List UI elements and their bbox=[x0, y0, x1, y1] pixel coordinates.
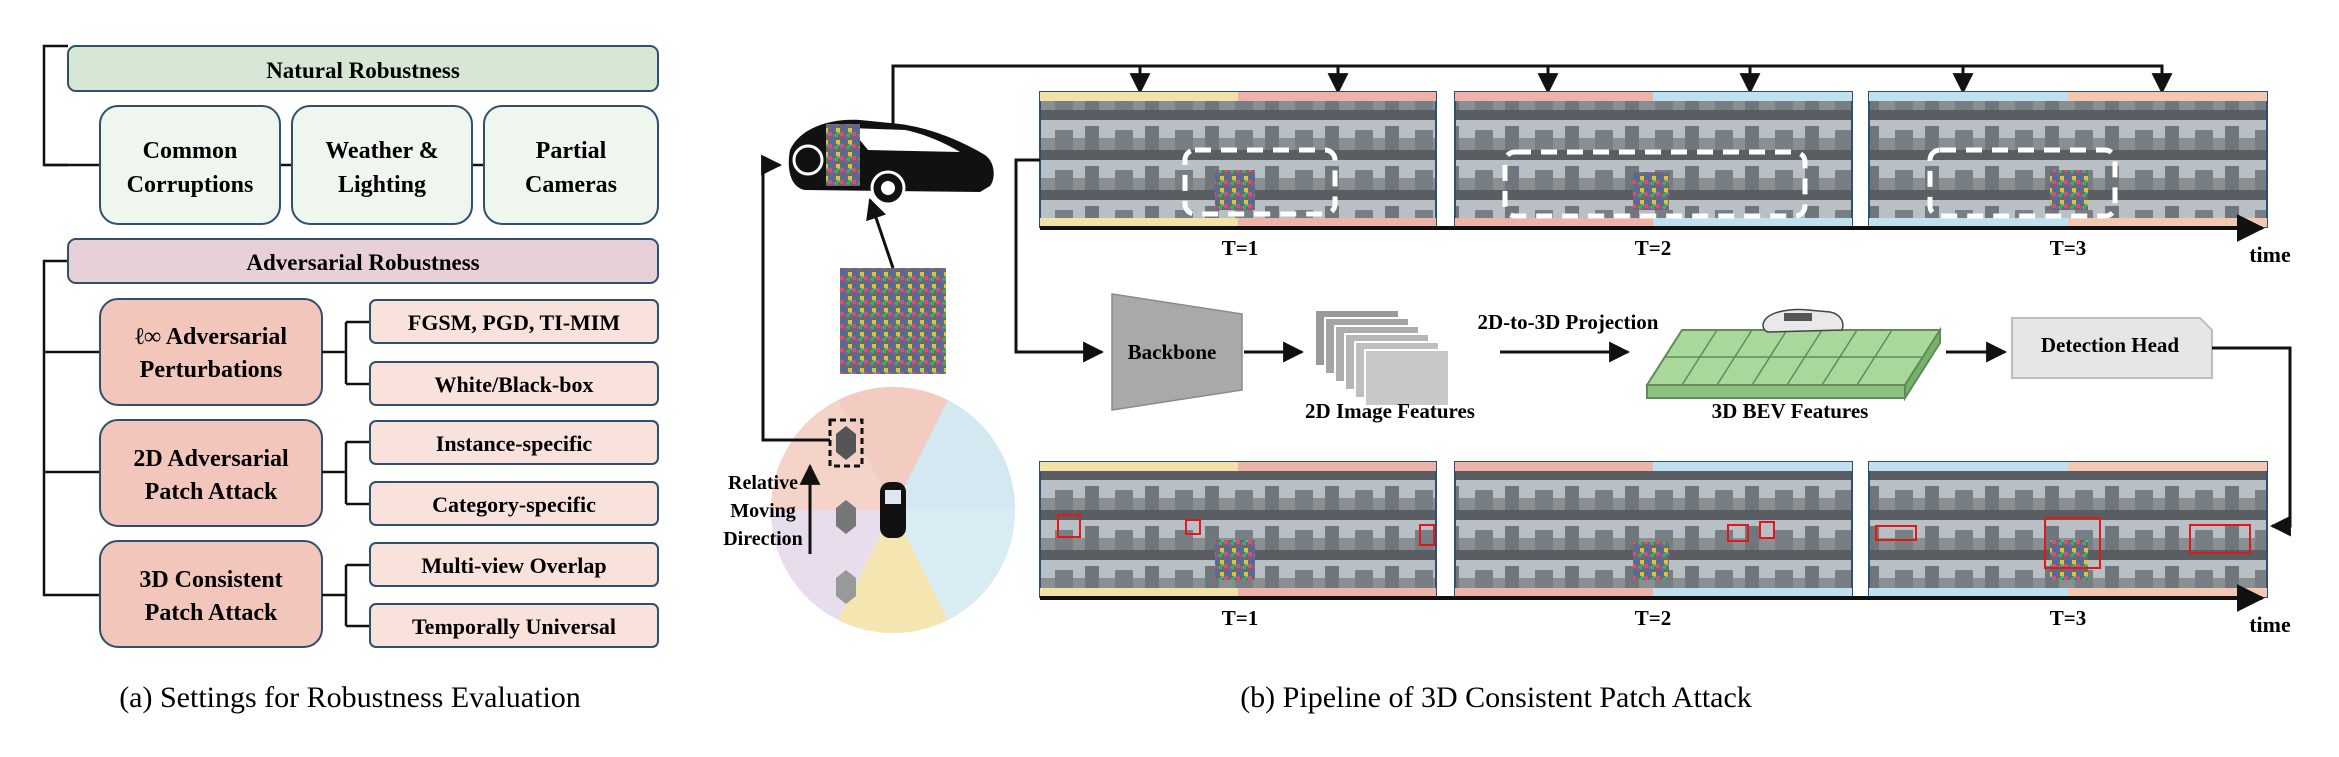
adv-group-label: 3D Consistent bbox=[139, 567, 282, 593]
time-step-label: T=1 bbox=[1222, 236, 1258, 260]
right-panel: Relative Moving Direction T=1 bbox=[723, 64, 2292, 714]
natural-item-label: Lighting bbox=[338, 172, 426, 198]
natural-item-label: Corruptions bbox=[127, 172, 254, 198]
camera-fan-icon bbox=[770, 386, 1016, 634]
detection-head-block: Detection Head bbox=[2011, 317, 2213, 379]
moving-direction-label: Moving bbox=[730, 500, 796, 522]
natural-item-weather-lighting: Weather & Lighting bbox=[291, 105, 473, 225]
feature-stack-icon bbox=[1314, 309, 1450, 407]
time-step-label: T=1 bbox=[1222, 606, 1258, 630]
time-axis-label: time bbox=[2249, 612, 2291, 637]
adv-group-label: Patch Attack bbox=[145, 600, 278, 626]
bev-grid-icon bbox=[1645, 308, 1942, 402]
time-step-label: T=3 bbox=[2050, 606, 2086, 630]
image-features-label: 2D Image Features bbox=[1305, 399, 1475, 423]
adv-group-label: ℓ∞ Adversarial bbox=[134, 324, 287, 350]
moving-direction-label: Direction bbox=[723, 528, 803, 550]
natural-item-partial-cameras: Partial Cameras bbox=[483, 105, 659, 225]
adv-group-linf: ℓ∞ Adversarial Perturbations FGSM, PGD, … bbox=[99, 298, 659, 406]
moving-direction-label: Relative bbox=[728, 472, 798, 494]
backbone-block: Backbone bbox=[1111, 293, 1243, 411]
adv-sub-label: Multi-view Overlap bbox=[421, 553, 606, 578]
adv-sub-label: FGSM, PGD, TI-MIM bbox=[408, 310, 620, 335]
time-axis-label: time bbox=[2249, 242, 2291, 267]
natural-item-label: Common bbox=[143, 138, 238, 164]
adv-group-label: 2D Adversarial bbox=[133, 446, 289, 472]
bev-features-label: 3D BEV Features bbox=[1712, 399, 1869, 423]
adversarial-robustness-header bbox=[67, 238, 659, 284]
natural-item-label: Partial bbox=[536, 138, 607, 164]
top-image-strip bbox=[1039, 91, 2268, 228]
caption-b: (b) Pipeline of 3D Consistent Patch Atta… bbox=[1240, 681, 1752, 714]
adv-sub-label: Instance-specific bbox=[436, 431, 593, 456]
adv-group-label: Perturbations bbox=[140, 357, 283, 383]
natural-item-label: Weather & bbox=[325, 138, 439, 164]
adv-group-label: Patch Attack bbox=[145, 479, 278, 505]
bottom-image-strip bbox=[1039, 461, 2268, 598]
left-panel: Natural Robustness Common Corruptions We… bbox=[42, 44, 659, 714]
adv-group-2d-patch: 2D Adversarial Patch Attack Instance-spe… bbox=[99, 419, 659, 527]
time-step-label: T=2 bbox=[1635, 606, 1671, 630]
time-step-label: T=2 bbox=[1635, 236, 1671, 260]
adversarial-robustness-title: Adversarial Robustness bbox=[246, 250, 479, 275]
backbone-label: Backbone bbox=[1128, 340, 1217, 364]
adv-sub-label: Category-specific bbox=[432, 492, 596, 517]
adv-sub-label: Temporally Universal bbox=[412, 614, 616, 639]
natural-robustness-title: Natural Robustness bbox=[266, 58, 460, 83]
adv-group-3d-patch: 3D Consistent Patch Attack Multi-view Ov… bbox=[99, 540, 659, 648]
natural-item-label: Cameras bbox=[525, 172, 617, 198]
projection-label: 2D-to-3D Projection bbox=[1478, 310, 1659, 334]
detection-head-label: Detection Head bbox=[2041, 333, 2180, 357]
adversarial-patch-icon bbox=[840, 268, 946, 374]
natural-item-common-corruptions: Common Corruptions bbox=[99, 105, 281, 225]
caption-a: (a) Settings for Robustness Evaluation bbox=[119, 681, 581, 714]
car-icon bbox=[788, 119, 994, 206]
natural-robustness-header bbox=[67, 45, 659, 92]
time-step-label: T=3 bbox=[2050, 236, 2086, 260]
adv-sub-label: White/Black-box bbox=[435, 372, 594, 397]
